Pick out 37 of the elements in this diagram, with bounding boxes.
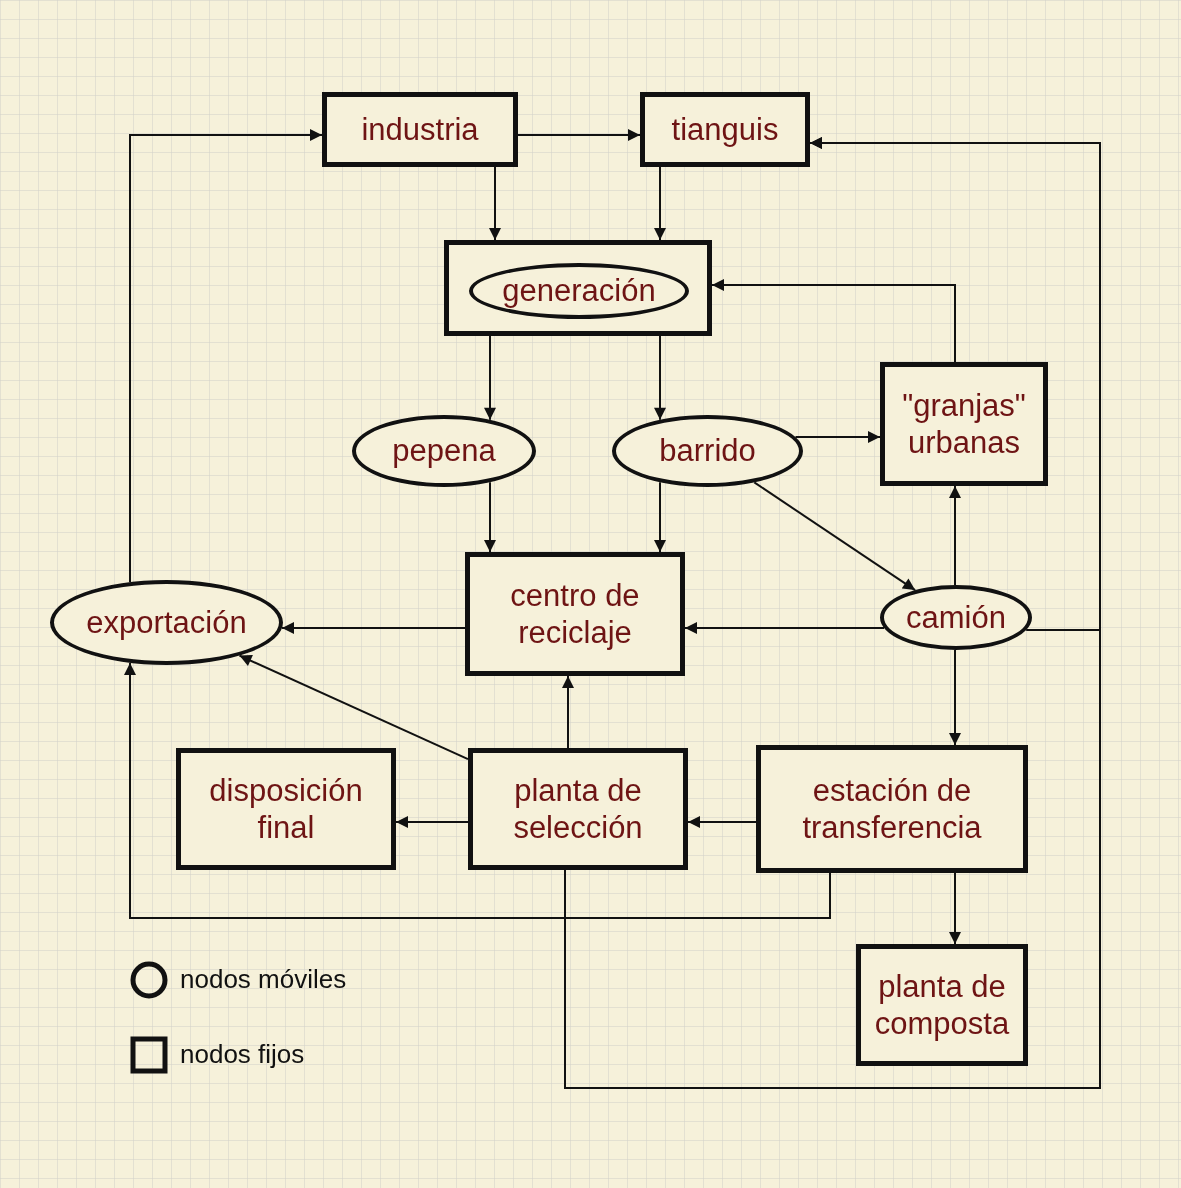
arrow (687, 816, 757, 828)
rectangle-node (880, 362, 1048, 486)
node-label: pepena (391, 432, 497, 470)
arrow (564, 137, 1101, 1089)
node-label: generación (501, 272, 657, 310)
rectangle-node (444, 240, 712, 336)
arrow (489, 166, 501, 241)
node-label: "granjas" urbanas (901, 386, 1027, 462)
rectangle-node (468, 748, 688, 870)
rectangle-node (322, 92, 518, 167)
arrow (281, 622, 466, 634)
rectangle-node (756, 745, 1028, 873)
node-label: centro de reciclaje (509, 576, 641, 652)
arrow (562, 675, 574, 749)
legend-label: nodos fijos (180, 1038, 305, 1071)
node-label: exportación (85, 603, 248, 642)
arrow (711, 279, 956, 363)
node-label: estación de transferencia (801, 771, 983, 847)
node-label: planta de composta (873, 967, 1011, 1043)
arrow (949, 649, 961, 746)
arrow (654, 166, 666, 241)
arrow (238, 654, 469, 761)
node-label: barrido (658, 432, 757, 470)
arrow (949, 872, 961, 945)
arrow (395, 816, 469, 828)
rectangle-node (640, 92, 810, 167)
node-label: camión (905, 598, 1007, 637)
rectangle-node (176, 748, 396, 870)
rectangle-node (465, 552, 685, 676)
node-label: planta de selección (512, 771, 644, 847)
node-label: tianguis (670, 110, 780, 149)
legend-label: nodos móviles (180, 963, 347, 996)
arrow (517, 129, 641, 141)
node-label: disposición final (208, 771, 364, 847)
rectangle-node (856, 944, 1028, 1066)
node-label: industria (360, 110, 480, 149)
arrow (949, 485, 961, 586)
